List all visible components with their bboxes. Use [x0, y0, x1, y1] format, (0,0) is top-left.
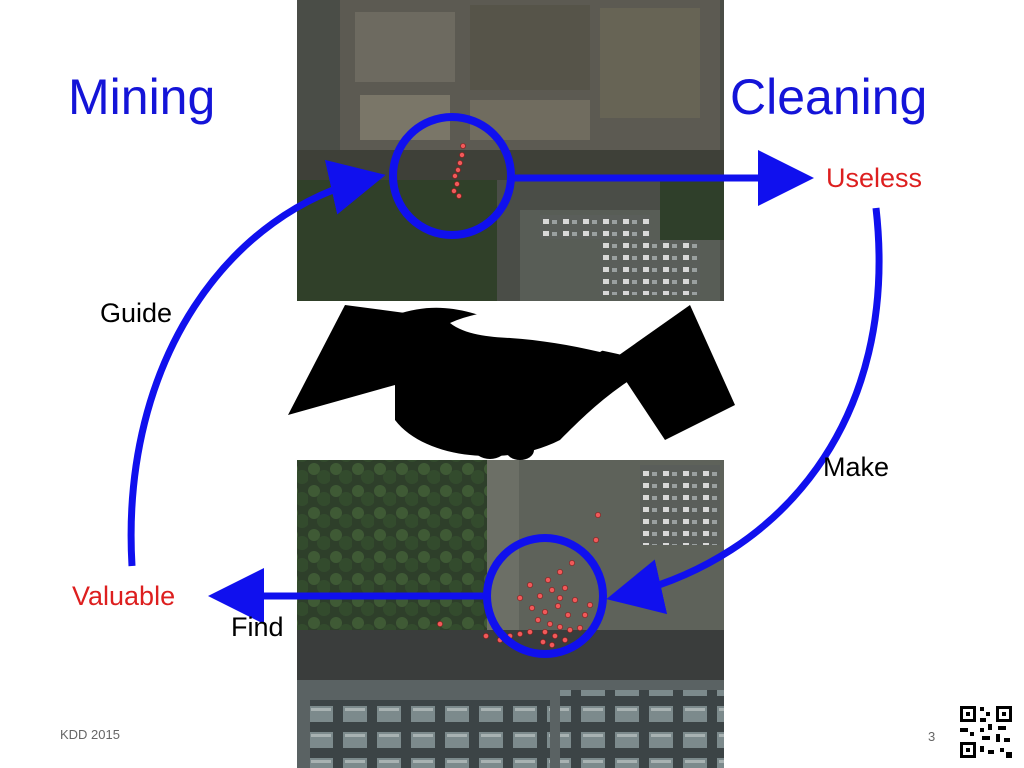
page-number: 3 — [928, 729, 936, 744]
highlight-circle-bottom — [483, 534, 607, 658]
label-valuable: Valuable — [72, 581, 176, 611]
footer-conference: KDD 2015 — [60, 727, 120, 742]
title-cleaning: Cleaning — [730, 69, 928, 125]
label-find: Find — [231, 612, 284, 642]
label-guide: Guide — [100, 298, 173, 328]
qr-code-icon — [958, 704, 1014, 760]
arrow-guide — [127, 159, 386, 567]
arrow-make — [606, 207, 883, 615]
highlight-circle-top — [389, 113, 515, 239]
top-aerial-image — [297, 0, 724, 301]
label-make: Make — [823, 452, 890, 482]
handshake-icon — [288, 305, 735, 460]
title-mining: Mining — [68, 69, 216, 125]
gps-points-top — [451, 143, 466, 199]
bottom-aerial-image — [297, 460, 724, 768]
label-useless: Useless — [826, 163, 923, 193]
